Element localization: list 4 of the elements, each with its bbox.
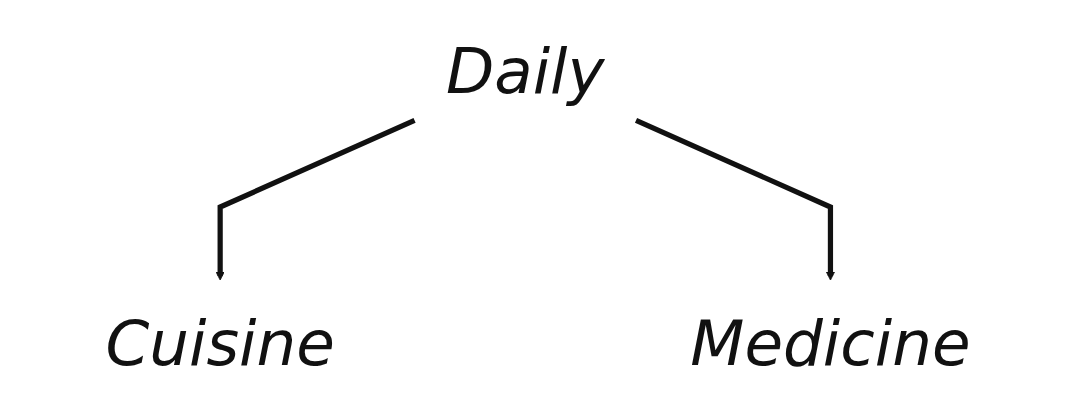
node-text: Cuisine — [105, 306, 335, 380]
arrow — [215, 118, 416, 281]
node-text: Medicine — [690, 306, 971, 380]
arrow — [634, 118, 836, 281]
